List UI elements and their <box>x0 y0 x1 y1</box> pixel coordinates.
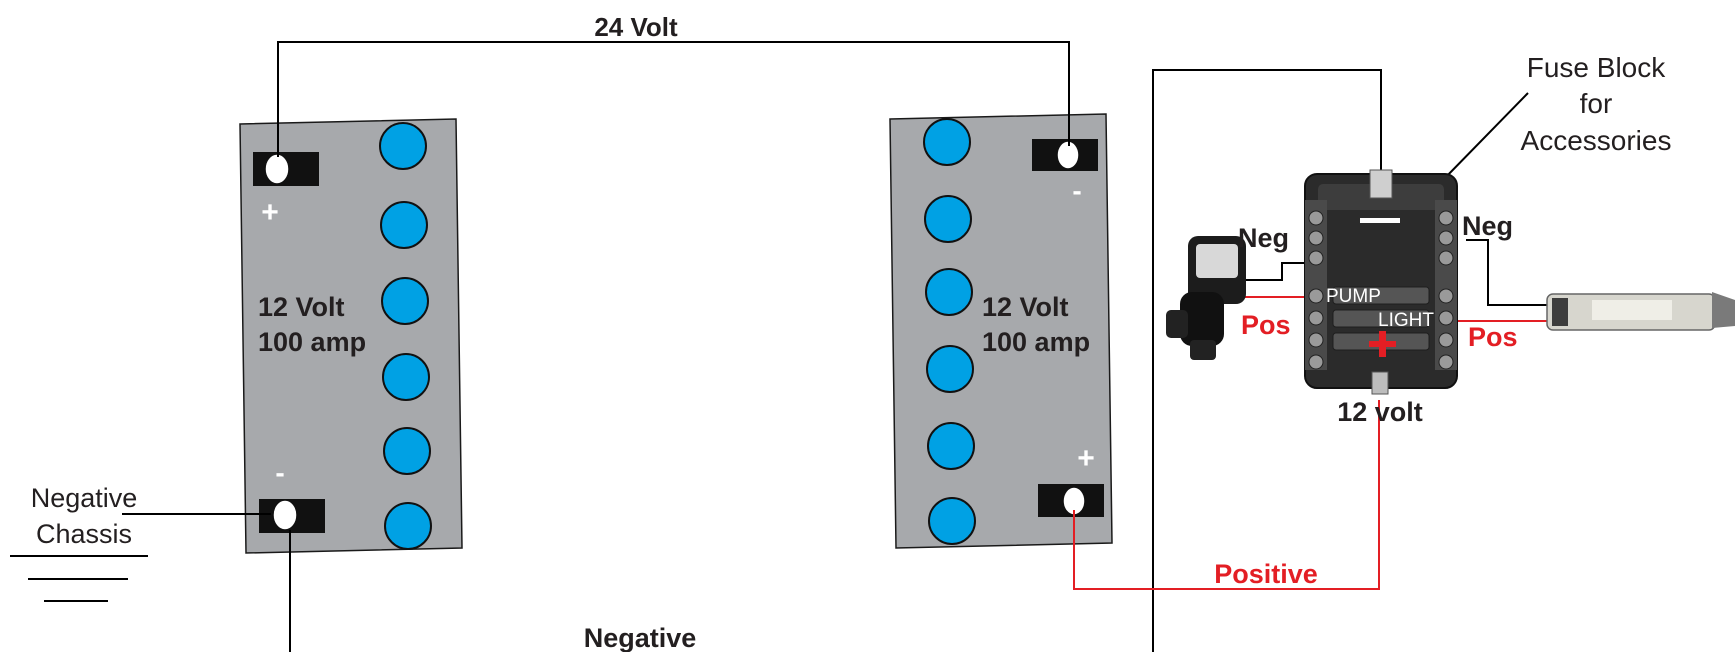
label-fuse-block-2: for <box>1580 88 1613 119</box>
cell <box>379 122 427 170</box>
label-negative-chassis-1: Negative <box>31 483 138 513</box>
cell <box>381 277 429 325</box>
label-neg-left: Neg <box>1238 223 1289 253</box>
wire-negative-fuse <box>1152 69 1382 652</box>
cell <box>383 427 431 475</box>
led-light-tube-icon <box>1546 292 1735 331</box>
label-pos-right: Pos <box>1468 322 1518 352</box>
battery-left <box>239 118 463 554</box>
label-negative-chassis-2: Chassis <box>36 519 132 549</box>
label-fuse-block-3: Accessories <box>1521 125 1672 156</box>
cell <box>384 502 432 550</box>
label-12-volt: 12 volt <box>1337 397 1423 427</box>
cell <box>928 497 976 545</box>
labels: 24 Volt 12 Volt 100 amp 12 Volt 100 amp … <box>31 12 1672 652</box>
label-light: LIGHT <box>1378 310 1434 331</box>
label-left-plus: + <box>261 196 279 229</box>
cell <box>925 268 973 316</box>
wire-positive-main <box>1073 400 1380 590</box>
cell <box>382 353 430 401</box>
label-left-minus: - <box>275 457 284 488</box>
label-right-minus: - <box>1072 175 1081 206</box>
water-pump-icon <box>1166 236 1246 360</box>
cell <box>927 422 975 470</box>
wires <box>122 41 1555 652</box>
label-fuse-block-1: Fuse Block <box>1527 52 1666 83</box>
battery-right <box>889 113 1113 549</box>
label-pos-left: Pos <box>1241 310 1291 340</box>
label-right-plus: + <box>1077 442 1095 475</box>
cell <box>380 201 428 249</box>
label-battery-left-capacity: 100 amp <box>258 327 366 357</box>
cell <box>923 118 971 166</box>
cell <box>924 195 972 243</box>
label-battery-left-voltage: 12 Volt <box>258 292 345 322</box>
label-negative-bottom: Negative <box>584 623 697 652</box>
battery-right-cells <box>923 118 976 545</box>
cell <box>926 345 974 393</box>
wire-light-neg <box>1466 239 1555 306</box>
ground-symbol-icon <box>10 555 148 602</box>
label-battery-right-capacity: 100 amp <box>982 327 1090 357</box>
label-neg-right: Neg <box>1462 211 1513 241</box>
wire-pump-neg <box>1243 262 1318 281</box>
label-24-volt: 24 Volt <box>594 12 678 42</box>
wire-24v-link <box>277 41 1070 157</box>
fuse-block-pointer <box>1442 92 1529 181</box>
label-positive-bottom: Positive <box>1214 559 1318 589</box>
label-pump: PUMP <box>1326 286 1381 307</box>
label-battery-right-voltage: 12 Volt <box>982 292 1069 322</box>
fuse-block-icon <box>1304 169 1458 395</box>
battery-left-cells <box>379 122 432 550</box>
